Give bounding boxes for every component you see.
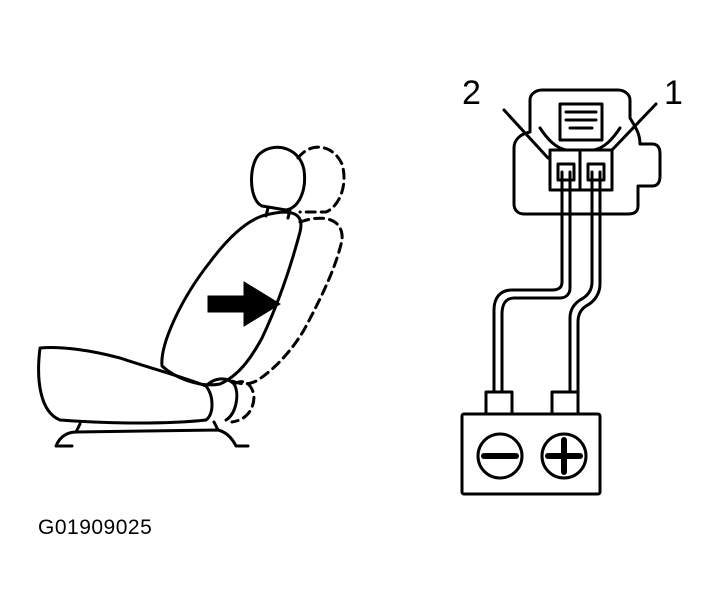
- connector: [502, 88, 662, 216]
- connector-housing: [512, 88, 662, 216]
- recline-arrow: [207, 281, 281, 327]
- battery-terminal-negative-post: [484, 390, 514, 416]
- positive-symbol: [540, 432, 588, 480]
- pin-label-1: 1: [664, 74, 683, 112]
- seat-back: [160, 210, 303, 387]
- lead-negative: [492, 170, 564, 394]
- pin-2-leader: [502, 108, 550, 160]
- lead-positive: [568, 170, 594, 394]
- seat-reclined-outline: [228, 145, 346, 424]
- terminal-2: [556, 162, 576, 182]
- pin-1-leader: [610, 102, 658, 152]
- battery-terminal-positive-post: [550, 390, 580, 416]
- terminal-block: [548, 148, 614, 192]
- battery: [460, 390, 602, 496]
- seat-rail: [54, 428, 250, 448]
- seat-cushion: [37, 346, 214, 425]
- connector-latch: [558, 102, 604, 142]
- negative-symbol: [476, 432, 524, 480]
- figure-id: G01909025: [38, 516, 153, 539]
- headrest: [250, 145, 307, 212]
- test-leads: [492, 170, 602, 394]
- terminal-1: [586, 162, 606, 182]
- battery-case: [460, 412, 602, 496]
- pin-label-2: 2: [462, 74, 481, 112]
